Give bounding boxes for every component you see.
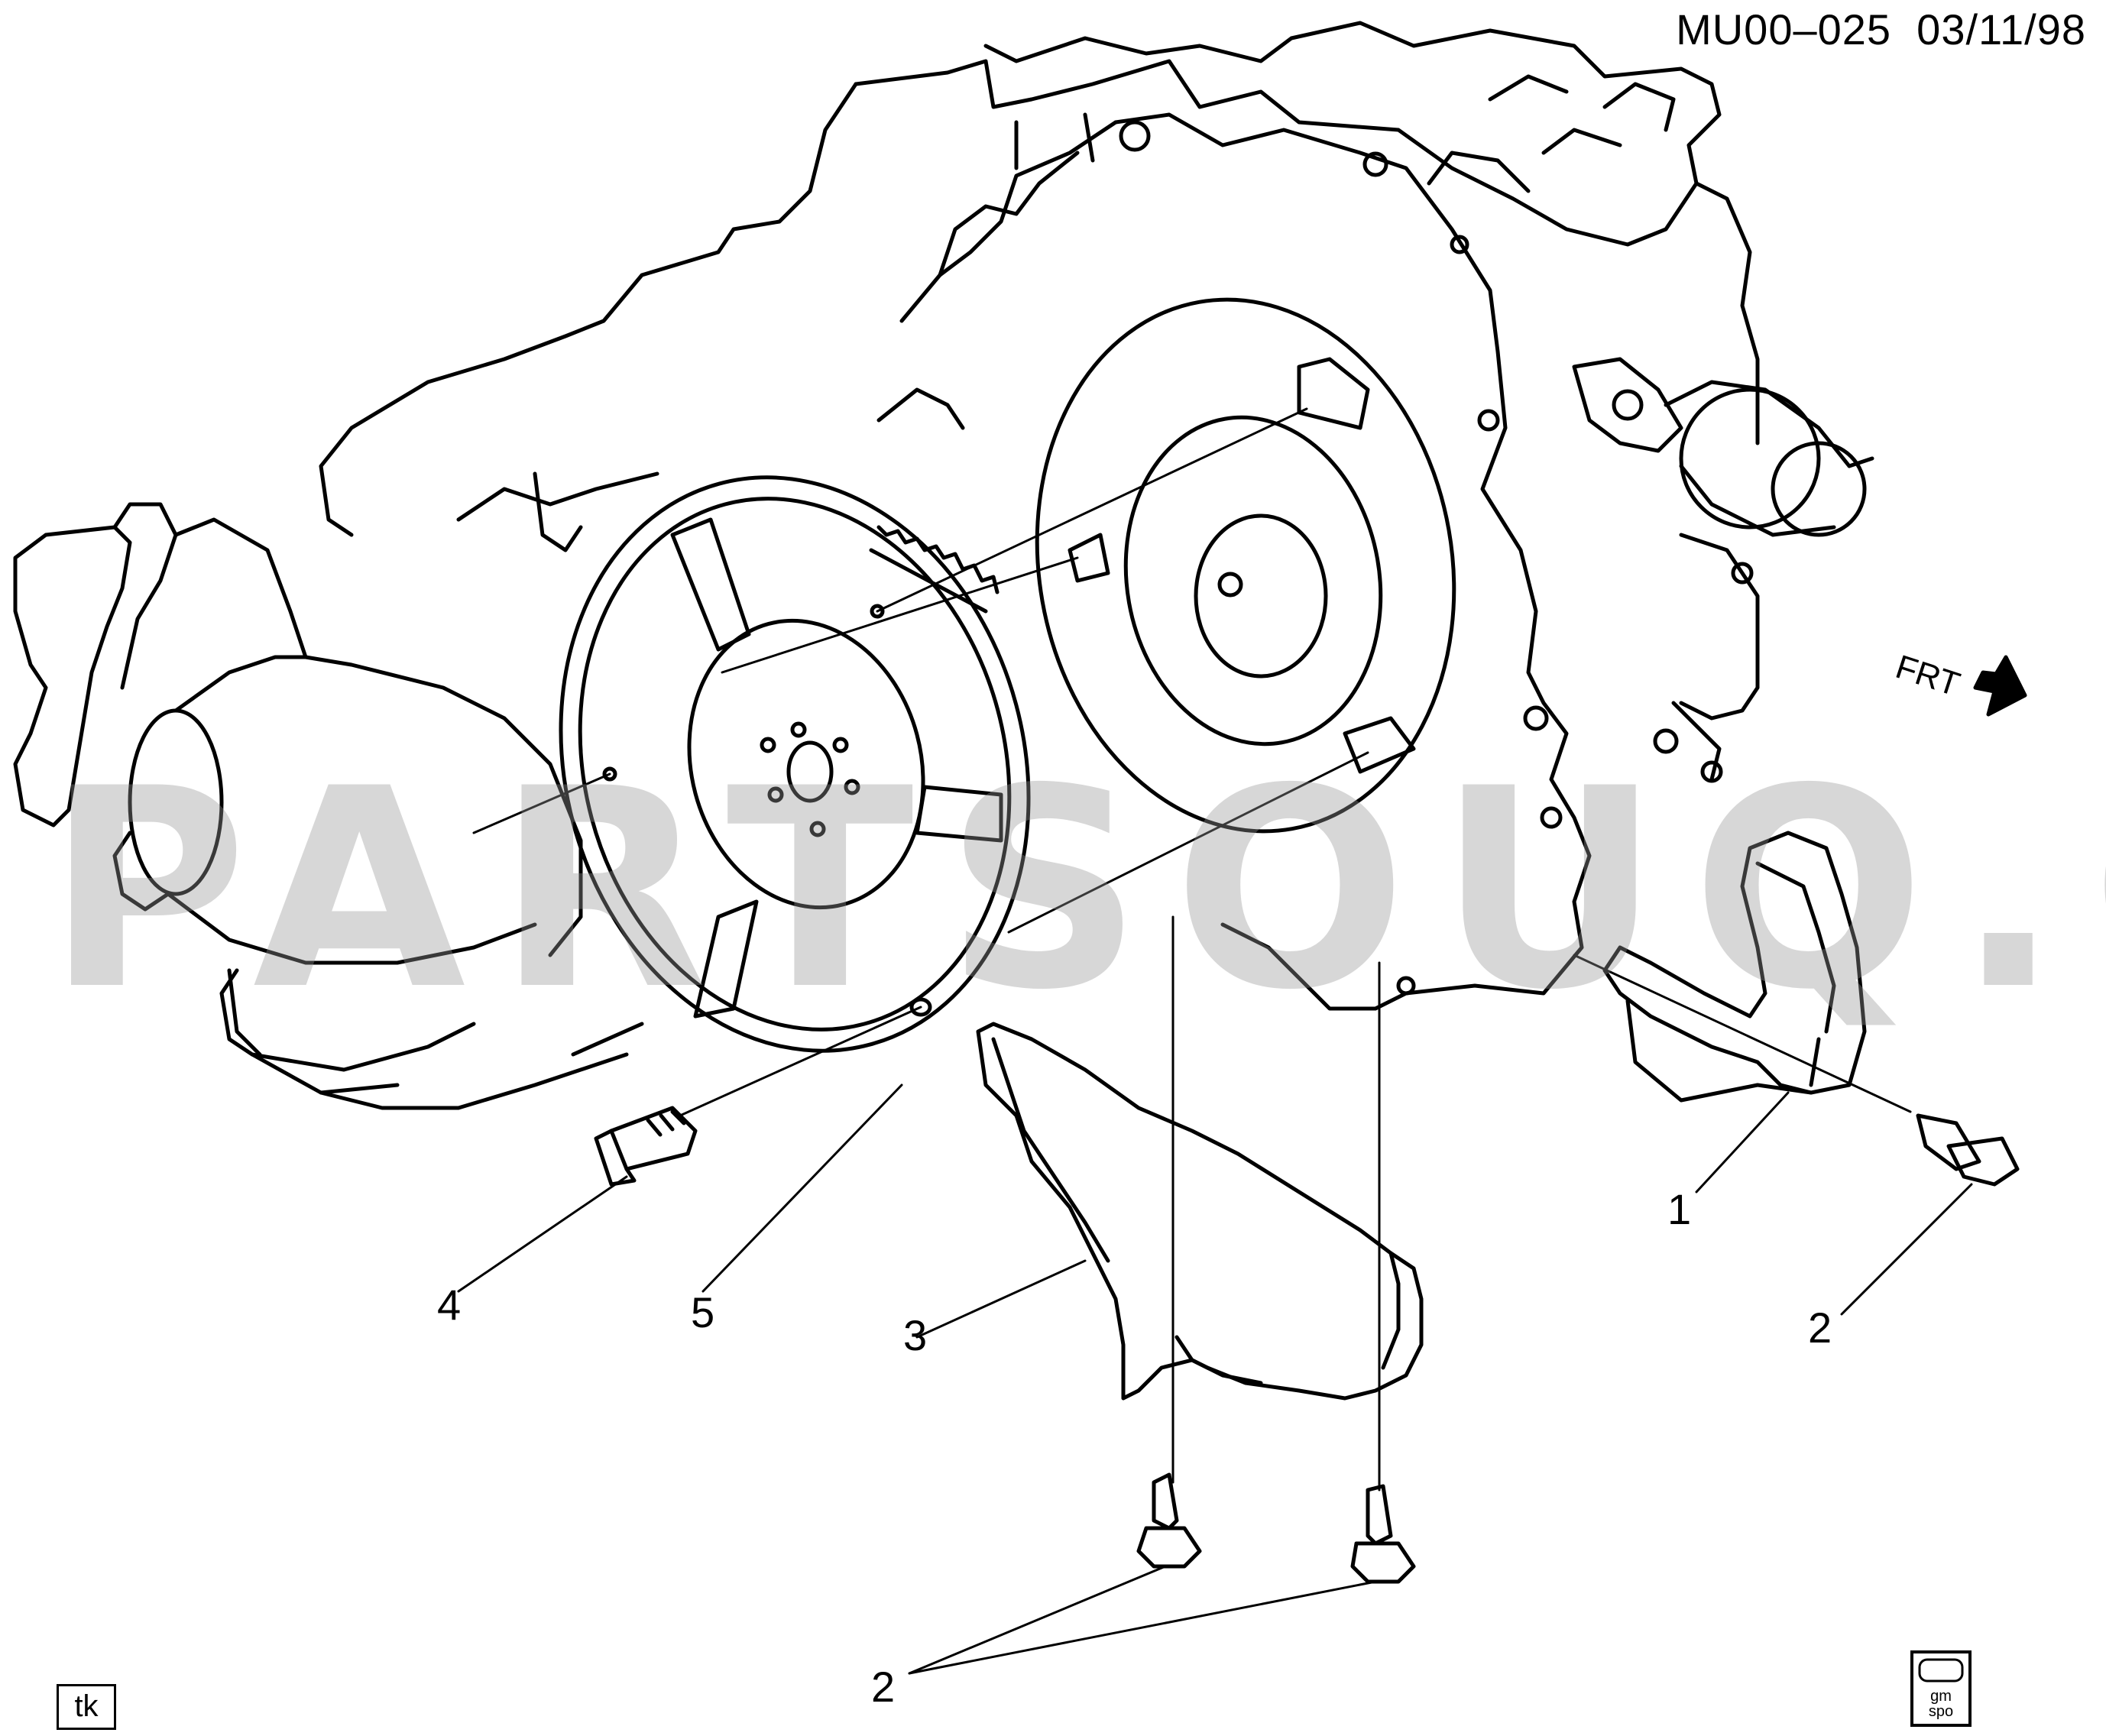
frt-arrow — [1973, 655, 2027, 717]
diagram-code: MU00–025 03/11/98 — [1676, 5, 2086, 53]
callout-1[interactable]: 1 — [1667, 1185, 1692, 1233]
flywheel — [559, 475, 1031, 1053]
leader-lines — [457, 407, 1973, 1675]
starter-motor — [13, 502, 583, 1095]
callout-2-right[interactable]: 2 — [1808, 1304, 1832, 1352]
bolt-item-4 — [594, 1106, 698, 1187]
callout-3[interactable]: 3 — [903, 1311, 928, 1359]
logo-text: gm spo — [1928, 1688, 1954, 1720]
torque-converter — [1035, 297, 1456, 834]
artist-initials: tk — [57, 1684, 116, 1730]
callout-2-bottom[interactable]: 2 — [871, 1663, 896, 1711]
callout-4[interactable]: 4 — [437, 1281, 462, 1329]
engine-block-outline — [319, 21, 1760, 552]
gm-spo-logo: gm spo — [1910, 1650, 1972, 1727]
bellhousing-flange — [876, 112, 1592, 1011]
oil-pan-outline — [227, 968, 644, 1110]
bolt-item-2-bottom-right — [1350, 1484, 1416, 1584]
bolt-item-2-bottom-left — [1136, 1472, 1202, 1569]
callout-5[interactable]: 5 — [691, 1288, 715, 1336]
item-3-cover — [976, 1022, 1424, 1401]
gm-logo-mark — [1918, 1658, 1964, 1683]
actuator — [1572, 357, 1874, 783]
bolt-item-2-right — [1916, 1113, 2020, 1187]
item-1-shield — [1602, 831, 1867, 1103]
